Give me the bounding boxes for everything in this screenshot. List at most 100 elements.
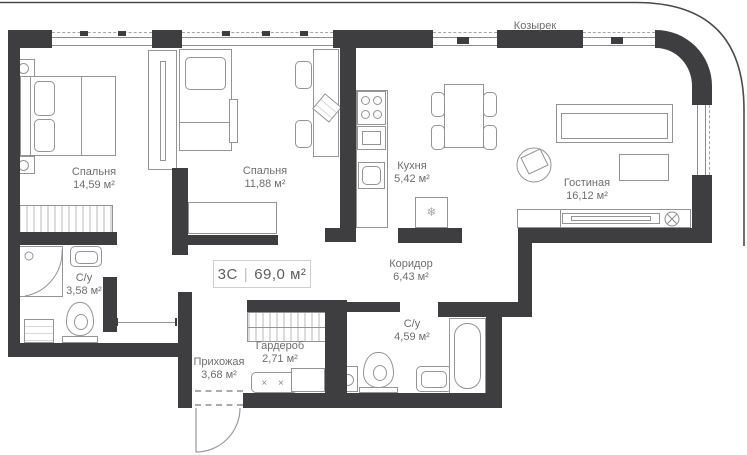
stove-icon xyxy=(357,91,386,125)
wall xyxy=(243,393,502,408)
wardrobe-cabinet-icon xyxy=(18,205,113,233)
title-separator: | xyxy=(243,265,249,283)
room-label-corridor: Коридор 6,43 м² xyxy=(389,258,432,284)
room-name: С/у xyxy=(403,318,421,330)
wall xyxy=(398,228,462,243)
room-area: 4,59 м² xyxy=(394,331,430,343)
room-area: 6,43 м² xyxy=(393,271,429,283)
entrance-door-swing xyxy=(195,407,241,453)
room-area: 14,59 м² xyxy=(73,179,115,191)
room-label-hallway: Прихожая 3,68 м² xyxy=(194,356,245,382)
window xyxy=(52,32,152,46)
closet-icon xyxy=(148,50,177,170)
room-label-kitchen: Кухня 5,42 м² xyxy=(394,160,430,186)
entrance-opening-dash xyxy=(195,404,243,406)
window-sash-mark xyxy=(118,31,126,36)
wall xyxy=(325,228,356,242)
oven-icon xyxy=(357,126,386,150)
kitchen-sink-icon xyxy=(358,162,385,189)
dining-chair-icon xyxy=(483,92,497,117)
room-name: Коридор xyxy=(389,258,433,270)
room-name: Гостиная xyxy=(563,177,611,189)
wall xyxy=(438,302,532,317)
room-name: Спальня xyxy=(71,166,117,178)
bathtub-icon xyxy=(449,318,486,394)
room-area: 3,58 м² xyxy=(66,285,102,297)
dresser-icon xyxy=(188,202,277,234)
room-label-living-room: Гостиная 16,12 м² xyxy=(564,177,610,203)
room-label-bathroom-1: С/у 3,58 м² xyxy=(66,272,102,298)
entrance-opening-dash xyxy=(195,390,243,392)
room-name: Гардероб xyxy=(255,340,305,352)
dining-chair-icon xyxy=(431,92,445,117)
desk-chair-icon xyxy=(295,61,312,89)
toilet-icon xyxy=(66,302,94,336)
room-name: С/у xyxy=(75,272,93,284)
room-name: Спальня xyxy=(242,165,288,177)
wall xyxy=(188,235,278,245)
room-label-bedroom-1: Спальня 14,59 м² xyxy=(72,166,116,192)
sink-icon xyxy=(416,366,452,392)
wall xyxy=(518,243,532,304)
room-name: Кухня xyxy=(397,160,427,172)
armchair-icon xyxy=(516,147,552,183)
window-sash-mark xyxy=(262,31,270,36)
fridge-icon: ❄ xyxy=(415,197,448,228)
wall xyxy=(8,30,20,357)
tv-icon xyxy=(562,213,660,224)
room-area: 2,71 м² xyxy=(262,353,298,365)
room-area: 5,42 м² xyxy=(394,173,430,185)
wall xyxy=(8,343,192,357)
room-label-bathroom-2: С/у 4,59 м² xyxy=(394,318,430,344)
shoe-cabinet-icon: × × xyxy=(251,372,298,393)
bed-shelf-icon xyxy=(229,99,238,143)
toilet-base xyxy=(62,336,98,343)
wall xyxy=(497,30,583,48)
room-label-bedroom-2: Спальня 11,88 м² xyxy=(243,165,287,191)
wall xyxy=(172,168,188,255)
wall xyxy=(518,228,712,243)
single-bed-icon xyxy=(179,49,232,151)
window-sash-mark xyxy=(300,31,308,36)
double-bed-icon xyxy=(20,76,116,156)
dining-chair-icon xyxy=(483,125,497,150)
door-leaf-mark xyxy=(611,37,623,44)
doorway-threshold xyxy=(117,322,177,323)
cabinet-icon xyxy=(24,319,54,343)
dining-table-icon xyxy=(444,84,484,148)
apartment-title-badge: 3С | 69,0 м² xyxy=(213,260,311,288)
wall xyxy=(247,300,330,312)
wall xyxy=(103,277,117,332)
wall-rounded-corner xyxy=(655,30,712,105)
sink-icon xyxy=(70,246,102,267)
dining-chair-icon xyxy=(431,125,445,150)
wall xyxy=(333,30,433,48)
room-area: 3,68 м² xyxy=(201,369,237,381)
wall xyxy=(347,302,400,312)
apartment-type: 3С xyxy=(217,265,238,283)
sofa-icon xyxy=(556,104,673,143)
shower-icon xyxy=(18,246,63,297)
window xyxy=(182,32,333,46)
wardrobe-unit-icon xyxy=(247,312,326,342)
coffee-table-icon xyxy=(619,154,669,181)
toilet-icon xyxy=(363,352,394,388)
wall xyxy=(340,48,356,240)
canopy-label: Козырек xyxy=(513,20,557,32)
window xyxy=(694,105,710,175)
room-label-wardrobe: Гардероб 2,71 м² xyxy=(256,340,304,366)
wall xyxy=(152,30,182,48)
wall xyxy=(325,300,347,393)
shoe-cabinet-marks: × × xyxy=(261,378,288,389)
wall xyxy=(13,232,117,245)
room-name: Прихожая xyxy=(193,356,245,368)
door-leaf-mark xyxy=(457,37,469,44)
toilet-base xyxy=(359,387,398,393)
snowflake-glyph: ❄ xyxy=(426,205,437,219)
apartment-total-area: 69,0 м² xyxy=(254,265,307,283)
cabinet-icon xyxy=(291,368,325,392)
room-area: 16,12 м² xyxy=(566,190,608,202)
window-sash-mark xyxy=(80,31,88,36)
window-sash-mark xyxy=(222,31,230,36)
